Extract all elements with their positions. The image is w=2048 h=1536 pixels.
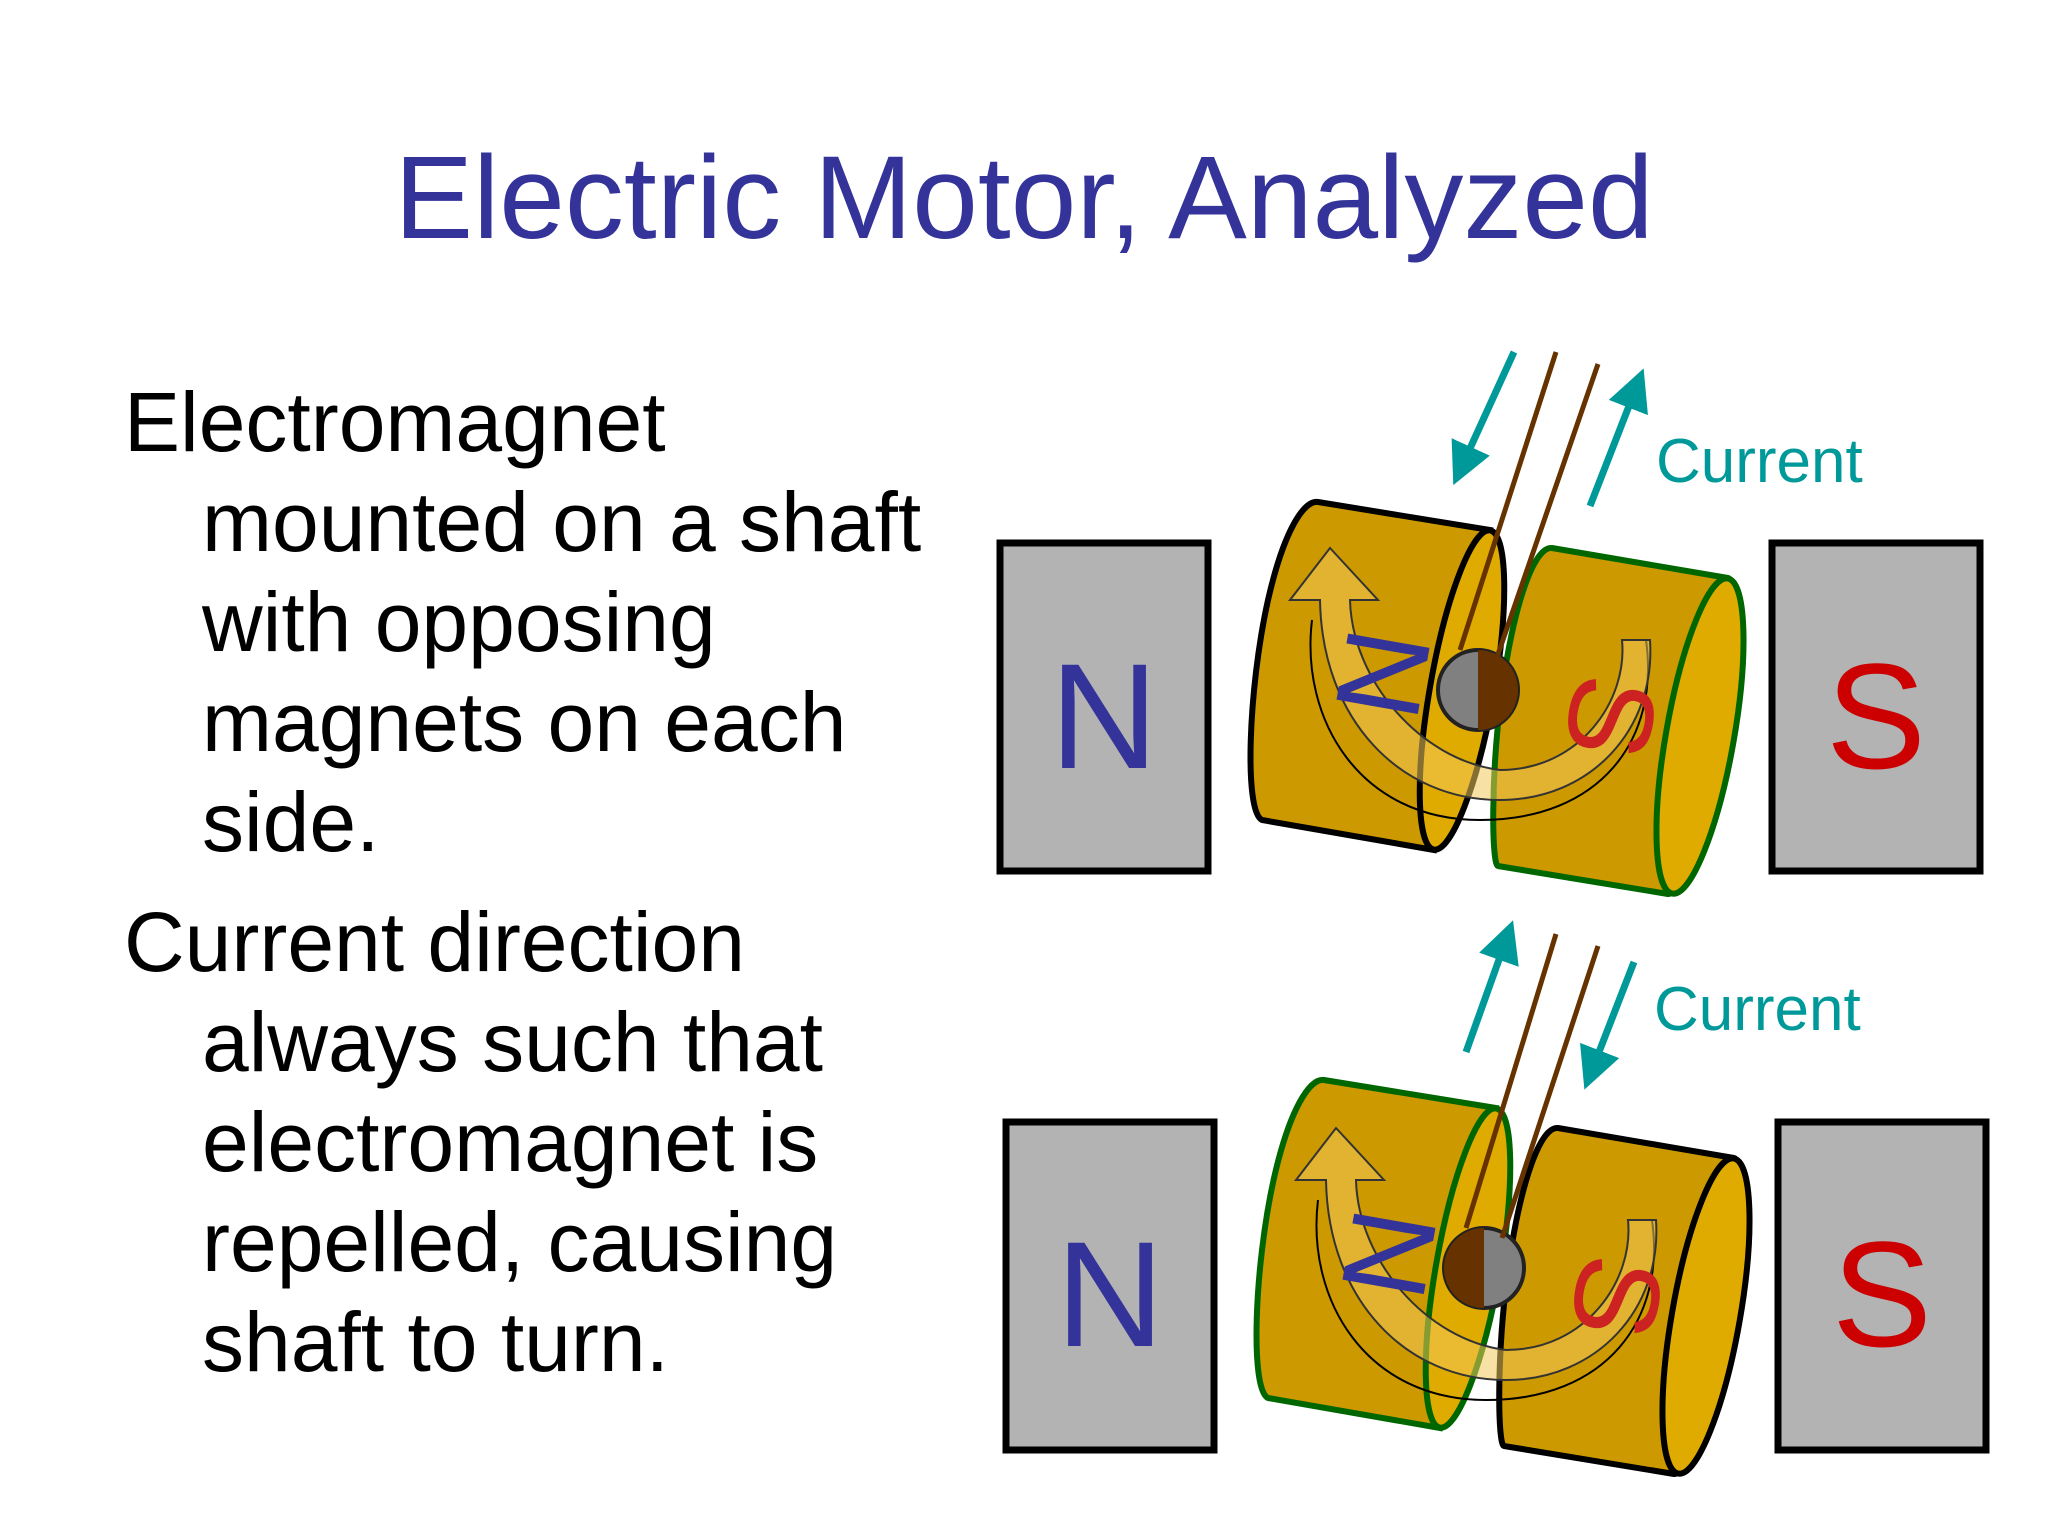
- shaft-axle-top: [1436, 648, 1520, 732]
- wire-bottom-2: [1499, 945, 1601, 1239]
- stator-magnet-south-bottom: S: [1774, 1118, 1990, 1454]
- bullet-list: Electromagnet mounted on a shaft with op…: [124, 372, 984, 1412]
- stator-label-north-top: N: [1050, 632, 1158, 800]
- stator-label-south-bottom: S: [1832, 1210, 1932, 1378]
- current-label-top: Current: [1656, 427, 1863, 496]
- wire-bottom-1: [1463, 933, 1559, 1229]
- wire-top-2: [1493, 363, 1601, 661]
- bullet-item-current-direction: Current direction always such that elect…: [124, 895, 838, 1389]
- stator-magnet-north-top: N: [996, 539, 1212, 875]
- wire-top-1: [1457, 351, 1559, 651]
- stator-label-north-bottom: N: [1056, 1210, 1164, 1378]
- motor-diagram-bottom: N S N S: [1002, 920, 1990, 1477]
- current-label-bottom: Current: [1654, 975, 1861, 1044]
- bullet-item-electromagnet: Electromagnet mounted on a shaft with op…: [124, 375, 922, 869]
- stator-magnet-south-top: S: [1768, 539, 1984, 875]
- current-arrow-down-top: [1451, 350, 1518, 486]
- motor-diagram-top: N S N S: [996, 350, 1984, 897]
- slide-title: Electric Motor, Analyzed: [394, 132, 1654, 264]
- stator-label-south-top: S: [1826, 632, 1926, 800]
- current-arrow-up-bottom: [1462, 920, 1519, 1054]
- current-arrow-up-top: [1586, 368, 1648, 508]
- current-arrow-down-bottom: [1580, 960, 1638, 1090]
- shaft-axle-bottom: [1442, 1226, 1526, 1310]
- stator-magnet-north-bottom: N: [1002, 1118, 1218, 1454]
